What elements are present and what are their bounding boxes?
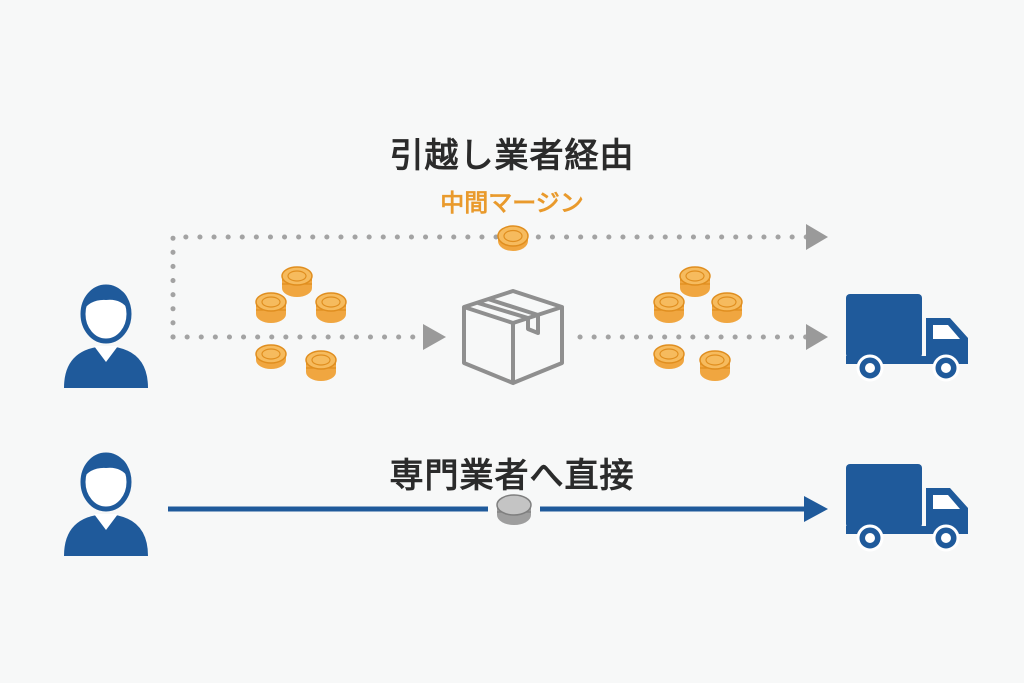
arrowhead-upper [806,224,828,250]
coin-icon-direct [496,494,532,525]
package-box-icon [462,289,564,385]
customer-person-icon-upper [64,284,148,388]
customer-person-icon-lower [64,452,148,556]
arrowhead-direct [804,496,828,522]
truck-icon-lower [846,464,968,552]
coin-stack-icon-right [653,266,743,381]
indirect-route-title: 引越し業者経由 [389,136,635,176]
margin-label: 中間マージン [440,189,584,217]
direct-route-title: 専門業者へ直接 [389,456,635,496]
arrowhead-to-box [423,324,446,350]
coin-stack-icon-left [255,266,347,381]
arrowhead-from-box [806,324,828,350]
truck-icon-upper [846,294,968,382]
dotted-route-upper [170,234,811,340]
coin-icon [497,225,529,251]
